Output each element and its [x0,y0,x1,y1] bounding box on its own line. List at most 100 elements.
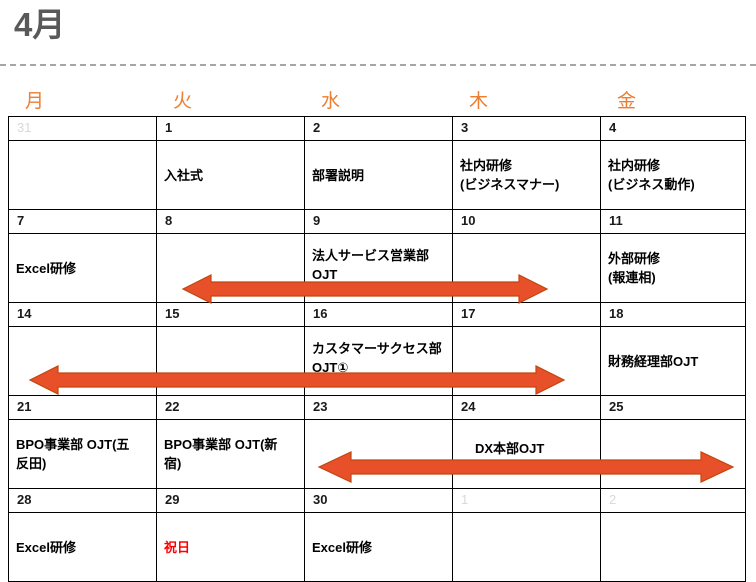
date-number: 10 [461,213,476,228]
event-text-line: 入社式 [164,167,204,183]
calendar-event-cell[interactable] [600,419,746,489]
date-number: 15 [165,306,180,321]
calendar-event-cell[interactable]: 社内研修 (ビジネスマナー) [452,140,601,210]
calendar-date-cell[interactable]: 1 [156,116,305,141]
event-text-line: 法人サービス営業部 [312,248,430,263]
event-text [453,234,600,302]
calendar-date-cell[interactable]: 2 [600,488,746,513]
date-number: 23 [313,399,328,414]
calendar-date-cell[interactable]: 16 [304,302,453,327]
calendar-event-cell[interactable] [452,233,601,303]
date-number: 2 [313,120,321,135]
event-text-line: (ビジネスマナー) [460,177,560,192]
event-text: 入社式 [157,141,304,209]
calendar-event-cell[interactable] [8,140,157,210]
calendar-event-cell[interactable] [304,419,453,489]
event-text-line: 外部研修 [608,251,661,266]
calendar-event-cell[interactable] [452,512,601,582]
date-number: 18 [609,306,624,321]
calendar-date-cell[interactable]: 2 [304,116,453,141]
calendar-event-cell[interactable]: 社内研修(ビジネス動作) [600,140,746,210]
calendar-event-cell[interactable] [452,326,601,396]
date-number: 2 [609,492,617,507]
date-number: 9 [313,213,321,228]
weekday-header-4: 金 [617,90,637,112]
calendar-event-cell[interactable]: 入社式 [156,140,305,210]
calendar-date-cell[interactable]: 11 [600,209,746,234]
calendar-date-cell[interactable]: 30 [304,488,453,513]
event-text-line: 部署説明 [312,167,365,183]
calendar-event-cell[interactable]: BPO事業部 OJT(五反田) [8,419,157,489]
calendar-date-cell[interactable]: 22 [156,395,305,420]
calendar-event-cell[interactable] [156,326,305,396]
event-text [453,327,600,395]
calendar-date-cell[interactable]: 28 [8,488,157,513]
calendar-date-cell[interactable]: 4 [600,116,746,141]
date-number: 1 [165,120,173,135]
calendar-event-cell[interactable]: BPO事業部 OJT(新宿) [156,419,305,489]
event-text-line: 社内研修 [608,158,661,173]
event-text-line: 宿) [164,456,182,471]
calendar-date-cell[interactable]: 21 [8,395,157,420]
calendar-date-cell[interactable]: 7 [8,209,157,234]
event-text: BPO事業部 OJT(五反田) [9,420,156,488]
weekday-header-0: 月 [25,90,45,112]
weekday-header-3: 木 [469,90,489,112]
calendar-event-cell[interactable] [600,512,746,582]
calendar-date-cell[interactable]: 17 [452,302,601,327]
date-number: 30 [313,492,328,507]
calendar-date-cell[interactable]: 24 [452,395,601,420]
calendar-content-row: 入社式 部署説明 社内研修 (ビジネスマナー) 社内研修(ビジネス動作) [8,140,746,210]
calendar-date-cell[interactable]: 15 [156,302,305,327]
event-text-line: Excel研修 [16,260,76,276]
calendar-event-cell[interactable]: Excel研修 [304,512,453,582]
event-text: 社内研修(ビジネス動作) [601,141,745,209]
calendar-date-cell[interactable]: 25 [600,395,746,420]
calendar-event-cell[interactable]: Excel研修 [8,233,157,303]
event-text-line: 反田) [16,456,47,471]
date-number: 1 [461,492,469,507]
page-title: 4月 [14,6,66,43]
calendar-event-cell[interactable] [156,233,305,303]
calendar-date-cell[interactable]: 3 [452,116,601,141]
event-text-line: OJT [312,267,338,282]
event-text: 外部研修(報連相) [601,234,745,302]
event-text [157,327,304,395]
calendar-event-cell[interactable]: 財務経理部OJT [600,326,746,396]
calendar-event-cell[interactable]: 法人サービス営業部 OJT [304,233,453,303]
event-text-line: 社内研修 [460,158,513,173]
date-number: 17 [461,306,476,321]
calendar-date-cell[interactable]: 18 [600,302,746,327]
calendar-event-cell[interactable]: 部署説明 [304,140,453,210]
calendar-date-cell[interactable]: 10 [452,209,601,234]
calendar-date-cell[interactable]: 1 [452,488,601,513]
date-number: 22 [165,399,180,414]
event-text: 財務経理部OJT [601,327,745,395]
calendar-date-cell[interactable]: 29 [156,488,305,513]
calendar-date-cell[interactable]: 8 [156,209,305,234]
event-text: 社内研修 (ビジネスマナー) [453,141,600,209]
calendar-date-cell[interactable]: 9 [304,209,453,234]
event-text [305,420,452,488]
calendar-event-cell[interactable]: 祝日 [156,512,305,582]
calendar-event-cell[interactable] [8,326,157,396]
date-number: 7 [17,213,25,228]
date-number: 21 [17,399,32,414]
weekday-header-2: 水 [321,90,341,112]
calendar-date-cell[interactable]: 31 [8,116,157,141]
calendar-event-cell[interactable]: Excel研修 [8,512,157,582]
calendar-date-cell[interactable]: 23 [304,395,453,420]
calendar-date-cell[interactable]: 14 [8,302,157,327]
calendar-date-row: 14 15 16 17 18 [8,302,746,327]
calendar-content-row: Excel研修 法人サービス営業部 OJT 外部研修(報連相) [8,233,746,303]
calendar-content-row: BPO事業部 OJT(五反田)BPO事業部 OJT(新宿) [8,419,746,489]
weekday-header-1: 火 [173,90,193,112]
event-text: Excel研修 [305,513,452,581]
calendar-event-cell[interactable]: 外部研修(報連相) [600,233,746,303]
weekday-header-row: 月火水木金 [8,86,745,116]
date-number: 31 [17,120,32,135]
